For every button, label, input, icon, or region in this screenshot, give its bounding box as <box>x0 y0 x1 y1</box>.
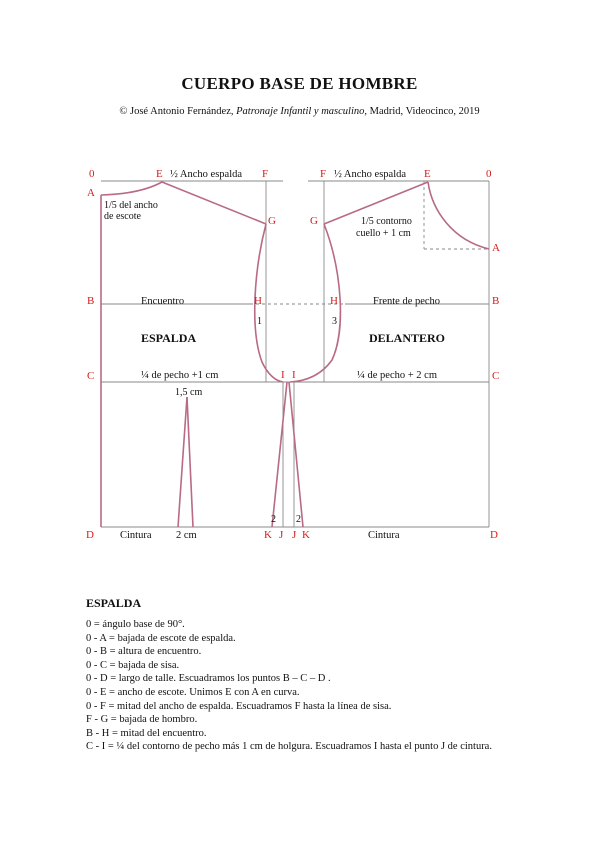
front-waist-label: Cintura <box>368 530 400 541</box>
front-point-B: B <box>492 295 499 307</box>
page-title: CUERPO BASE DE HOMBRE <box>181 74 418 93</box>
dashed-guides <box>250 181 489 305</box>
front-neck-label-1: 1/5 contorno <box>361 216 412 227</box>
front-point-E: E <box>424 168 431 180</box>
credit-book: Patronaje Infantil y masculino <box>236 106 365 117</box>
back-point-C: C <box>87 370 94 382</box>
back-armhole-num: 1 <box>257 316 262 327</box>
front-side-seam <box>288 381 304 528</box>
section-title: ESPALDA <box>86 596 142 610</box>
step-item: 0 - A = bajada de escote de espalda. <box>86 632 236 644</box>
step-item: 0 - E = ancho de escote. Unimos E con A … <box>86 686 300 698</box>
front-panel-label: DELANTERO <box>369 331 445 345</box>
credit-suffix: , Madrid, Videocinco, 2019 <box>364 106 480 117</box>
front-shoulder-label: ½ Ancho espalda <box>334 169 406 180</box>
back-point-D: D <box>86 529 94 541</box>
front-line-C-label: ¼ de pecho + 2 cm <box>357 370 437 381</box>
back-point-B: B <box>87 295 94 307</box>
step-item: 0 - C = bajada de sisa. <box>86 659 180 671</box>
steps-list: 0 = ángulo base de 90°. 0 - A = bajada d… <box>86 618 526 754</box>
front-point-0: 0 <box>486 168 492 180</box>
front-neck-label-2: cuello + 1 cm <box>356 228 411 239</box>
back-point-H: H <box>254 295 262 307</box>
back-waist-label: Cintura <box>120 530 152 541</box>
back-point-J: J <box>279 529 284 541</box>
front-point-C: C <box>492 370 499 382</box>
step-item: 0 - F = mitad del ancho de espalda. Escu… <box>86 700 392 712</box>
front-armhole-num: 3 <box>332 316 337 327</box>
step-item: B - H = mitad del encuentro. <box>86 727 207 739</box>
front-point-I: I <box>292 369 296 381</box>
back-armhole-curve <box>253 223 284 383</box>
back-side-seam <box>271 381 288 528</box>
back-dart-right <box>186 396 194 528</box>
back-point-K: K <box>264 529 272 541</box>
credit-prefix: © José Antonio Fernández, <box>119 106 237 117</box>
pattern-lines <box>100 181 490 528</box>
step-item: F - G = bajada de hombro. <box>86 714 198 726</box>
front-point-D: D <box>490 529 498 541</box>
back-line-B-label: Encuentro <box>141 296 184 307</box>
back-point-E: E <box>156 168 163 180</box>
front-point-K: K <box>302 529 310 541</box>
front-point-A: A <box>492 242 500 254</box>
step-item: 0 = ángulo base de 90°. <box>86 619 185 630</box>
front-panel-labels: F ½ Ancho espalda E 0 G 1/5 contorno cue… <box>292 168 500 541</box>
back-neck-curve <box>100 181 163 196</box>
back-side-num: 2 <box>271 514 276 525</box>
front-point-G: G <box>310 215 318 227</box>
front-side-num: 2 <box>296 514 301 525</box>
step-item: C - I = ¼ del contorno de pecho más 1 cm… <box>86 741 492 753</box>
back-point-I: I <box>281 369 285 381</box>
back-point-F: F <box>262 168 268 180</box>
back-point-A: A <box>87 187 95 199</box>
step-item: 0 - D = largo de talle. Escuadramos los … <box>86 673 331 685</box>
front-shoulder-line <box>323 181 429 225</box>
back-point-G: G <box>268 215 276 227</box>
back-point-0: 0 <box>89 168 95 180</box>
front-point-H: H <box>330 295 338 307</box>
step-item: 0 - B = altura de encuentro. <box>86 646 202 658</box>
guide-lines <box>101 180 490 528</box>
back-dart-width-label: 2 cm <box>176 530 197 541</box>
front-armhole-curve <box>289 223 342 383</box>
back-shoulder-label: ½ Ancho espalda <box>170 169 242 180</box>
back-dart-label: 1,5 cm <box>175 387 202 398</box>
front-neck-curve <box>427 181 490 250</box>
back-line-C-label: ¼ de pecho +1 cm <box>141 370 218 381</box>
back-panel-labels: 0 E ½ Ancho espalda F A 1/5 del ancho de… <box>86 168 285 541</box>
back-dart-left <box>177 396 188 528</box>
front-point-F: F <box>320 168 326 180</box>
front-line-B-label: Frente de pecho <box>373 296 440 307</box>
back-shoulder-line <box>161 181 267 225</box>
credit-line: © José Antonio Fernández, Patronaje Infa… <box>0 106 599 117</box>
back-panel-label: ESPALDA <box>141 331 196 345</box>
back-neck-label-2: de escote <box>104 211 141 222</box>
back-neck-label-1: 1/5 del ancho <box>104 200 158 211</box>
front-point-J: J <box>292 529 297 541</box>
